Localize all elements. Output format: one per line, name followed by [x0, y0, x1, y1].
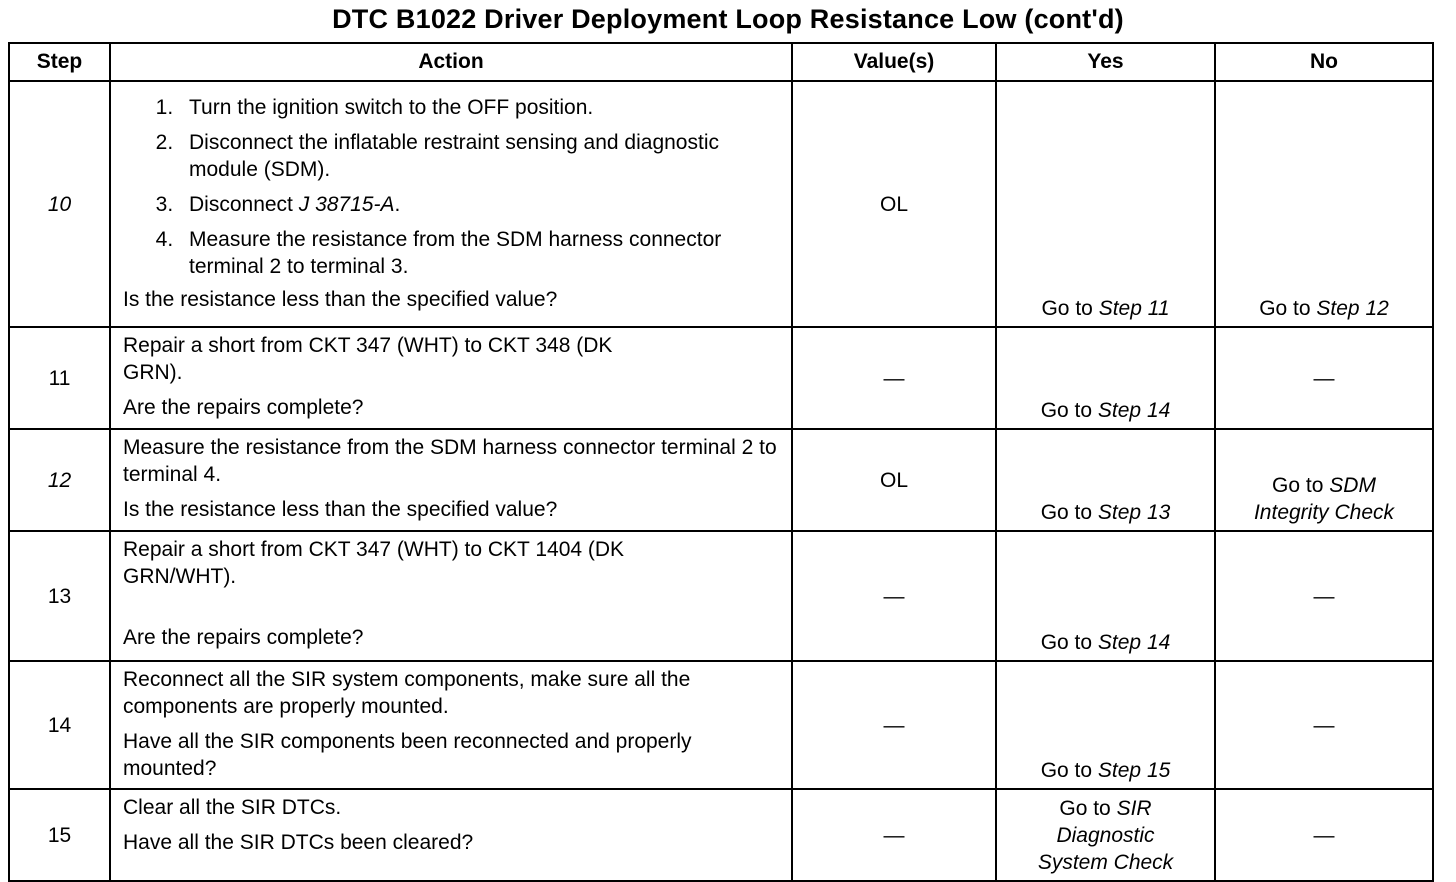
value-cell: —	[791, 326, 997, 430]
action-question: Are the repairs complete?	[123, 626, 364, 649]
step-link: Step 13	[1097, 501, 1171, 524]
no-cell: Go to Step 12	[1214, 80, 1434, 328]
value-cell: OL	[791, 428, 997, 532]
value-cell: —	[791, 530, 997, 662]
value-cell: —	[791, 660, 997, 790]
step-number: 10	[8, 80, 111, 328]
table-row: 11 Repair a short from CKT 347 (WHT) to …	[8, 326, 1434, 430]
header-action: Action	[109, 42, 793, 82]
action-cell: Repair a short from CKT 347 (WHT) to CKT…	[109, 326, 793, 430]
action-cell: Reconnect all the SIR system components,…	[109, 660, 793, 790]
header-step: Step	[8, 42, 111, 82]
step-number: 11	[8, 326, 111, 430]
action-text: Reconnect all the SIR system components,…	[123, 668, 691, 718]
page-title: DTC B1022 Driver Deployment Loop Resista…	[332, 4, 1124, 34]
yes-cell: Go to SIR Diagnostic System Check	[995, 788, 1216, 882]
action-text: Repair a short from CKT 347 (WHT) to CKT…	[123, 538, 625, 588]
action-question: Is the resistance less than the specifie…	[123, 288, 558, 311]
action-step: Disconnect J 38715-A.	[179, 191, 781, 218]
action-cell: Clear all the SIR DTCs. Have all the SIR…	[109, 788, 793, 882]
no-cell: Go to SDM Integrity Check	[1214, 428, 1434, 532]
header-yes: Yes	[995, 42, 1216, 82]
no-cell: —	[1214, 530, 1434, 662]
tool-reference: J 38715-A	[298, 193, 395, 216]
action-question: Have all the SIR components been reconne…	[123, 730, 692, 780]
action-text: Repair a short from CKT 347 (WHT) to CKT…	[123, 334, 613, 384]
step-number: 15	[8, 788, 111, 882]
action-steps-list: Turn the ignition switch to the OFF posi…	[123, 94, 781, 280]
table-header-row: Step Action Value(s) Yes No	[8, 42, 1434, 82]
step-link: System Check	[1037, 851, 1174, 874]
value-cell: —	[791, 788, 997, 882]
table-row: 12 Measure the resistance from the SDM h…	[8, 428, 1434, 532]
action-question: Have all the SIR DTCs been cleared?	[123, 831, 474, 854]
action-text: Clear all the SIR DTCs.	[123, 796, 342, 819]
action-step: Measure the resistance from the SDM harn…	[179, 226, 781, 280]
yes-cell: Go to Step 11	[995, 80, 1216, 328]
header-no: No	[1214, 42, 1434, 82]
yes-cell: Go to Step 15	[995, 660, 1216, 790]
no-cell: —	[1214, 660, 1434, 790]
value-cell: OL	[791, 80, 997, 328]
step-link: Step 15	[1097, 759, 1171, 782]
step-number: 12	[8, 428, 111, 532]
header-values: Value(s)	[791, 42, 997, 82]
diagnostic-table: Step Action Value(s) Yes No 10 Turn the …	[8, 42, 1434, 882]
table-row: 10 Turn the ignition switch to the OFF p…	[8, 80, 1434, 328]
action-cell: Measure the resistance from the SDM harn…	[109, 428, 793, 532]
action-text: Measure the resistance from the SDM harn…	[123, 436, 777, 486]
step-link: Step 14	[1097, 399, 1171, 422]
table-row: 14 Reconnect all the SIR system componen…	[8, 660, 1434, 790]
action-cell: Repair a short from CKT 347 (WHT) to CKT…	[109, 530, 793, 662]
table-row: 13 Repair a short from CKT 347 (WHT) to …	[8, 530, 1434, 662]
action-question: Are the repairs complete?	[123, 396, 364, 419]
table-row: 15 Clear all the SIR DTCs. Have all the …	[8, 788, 1434, 882]
step-link: SIR	[1116, 797, 1152, 820]
step-link: Diagnostic	[1056, 824, 1155, 847]
no-cell: —	[1214, 788, 1434, 882]
yes-cell: Go to Step 14	[995, 530, 1216, 662]
yes-cell: Go to Step 13	[995, 428, 1216, 532]
action-step: Disconnect the inflatable restraint sens…	[179, 129, 781, 183]
step-number: 13	[8, 530, 111, 662]
action-step: Turn the ignition switch to the OFF posi…	[179, 94, 781, 121]
step-link: Integrity Check	[1253, 501, 1395, 524]
step-link: Step 11	[1098, 297, 1170, 320]
step-link: Step 14	[1097, 631, 1171, 654]
no-cell: —	[1214, 326, 1434, 430]
step-link: SDM	[1329, 474, 1376, 497]
action-question: Is the resistance less than the specifie…	[123, 498, 558, 521]
step-link: Step 12	[1316, 297, 1389, 320]
action-cell: Turn the ignition switch to the OFF posi…	[109, 80, 793, 328]
yes-cell: Go to Step 14	[995, 326, 1216, 430]
step-number: 14	[8, 660, 111, 790]
